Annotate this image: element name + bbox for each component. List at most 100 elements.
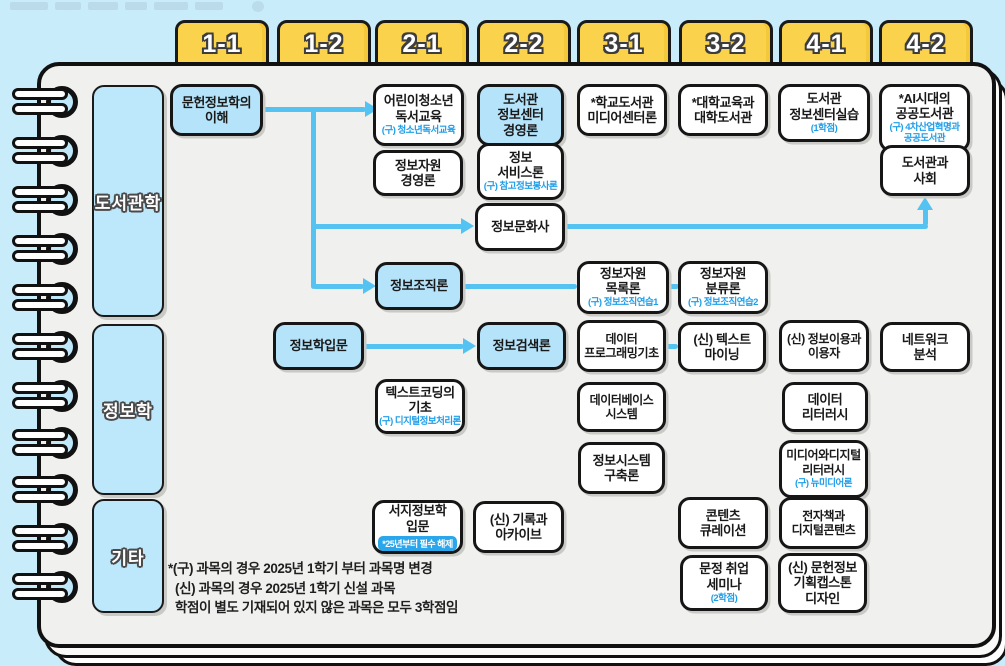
arrowhead-up (917, 197, 933, 210)
course-box: 정보자원 분류론(구) 정보조직연습2 (678, 261, 768, 314)
tab-semester-4-2: 4-2 (879, 20, 973, 68)
course-title: *학교도서관 미디어센터론 (587, 94, 657, 125)
course-title: (신) 정보이용과 이용자 (787, 331, 861, 360)
course-box: 네트워크 분석 (880, 322, 970, 372)
course-title: *대학교육과 대학도서관 (691, 94, 755, 125)
course-box: 콘텐츠 큐레이션 (678, 497, 768, 549)
spiral-ring-icon (12, 331, 78, 365)
course-box: 도서관 정보센터 경영론 (477, 84, 564, 146)
course-title: 도서관 정보센터실습 (789, 91, 859, 122)
course-title: 전자책과 디지털콘텐츠 (791, 508, 856, 537)
tab-semester-1-1: 1-1 (175, 20, 269, 68)
course-note-badge: *25년부터 필수 해제 (378, 535, 457, 551)
course-title: 어린이청소년 독서교육 (383, 93, 454, 124)
spiral-ring-icon (12, 184, 78, 218)
spiral-ring-icon (12, 282, 78, 316)
course-box: 데이터 프로그래밍기초 (577, 320, 666, 372)
course-title: 미디어와디지털 리터러시 (786, 448, 861, 477)
course-title: *AI시대의 공공도서관 (895, 90, 954, 122)
spiral-ring-icon (12, 474, 78, 508)
course-box: (신) 문헌정보 기획캡스톤 디자인 (778, 553, 867, 613)
course-box: *AI시대의 공공도서관(구) 4차산업혁명과 공공도서관 (879, 84, 970, 152)
course-box: 도서관 정보센터실습(1학점) (778, 84, 870, 142)
course-box: 서지정보학 입문*25년부터 필수 해제 (372, 500, 463, 554)
course-title: 정보자원 분류론 (699, 265, 747, 297)
course-box: (신) 정보이용과 이용자 (779, 320, 869, 372)
spiral-ring-icon (12, 380, 78, 414)
course-title: 텍스트코딩의 기초 (385, 384, 455, 416)
course-box: 문정 취업 세미나(2학점) (680, 555, 768, 611)
spiral-ring-icon (12, 135, 78, 169)
category-others: 기타 (92, 499, 164, 613)
footnote-line: 학점이 별도 기재되어 있지 않은 과목은 모두 3학점임 (175, 600, 458, 616)
course-box: 어린이청소년 독서교육(구) 청소년독서교육 (373, 84, 464, 146)
category-information-science: 정보학 (92, 324, 164, 495)
spiral-ring-icon (12, 86, 78, 120)
tab-semester-3-2: 3-2 (679, 20, 773, 68)
course-title: 정보조직론 (390, 278, 448, 294)
course-title: 콘텐츠 큐레이션 (699, 507, 747, 538)
course-box: 정보학입문 (273, 322, 364, 370)
footnote-line: (신) 과목의 경우 2025년 1학기 신설 과목 (175, 580, 396, 596)
connector-line (313, 224, 463, 229)
tab-semester-2-2: 2-2 (477, 20, 571, 68)
course-box: 전자책과 디지털콘텐츠 (779, 497, 868, 549)
connector-line (313, 284, 364, 289)
course-title: 정보시스템 구축론 (592, 452, 651, 483)
tab-semester-4-1: 4-1 (779, 20, 873, 68)
course-old-name: (구) 청소년독서교육 (381, 124, 456, 136)
course-title: (신) 텍스트 마이닝 (693, 331, 751, 362)
course-title: (신) 문헌정보 기획캡스톤 디자인 (788, 560, 857, 606)
spiral-ring-icon (12, 571, 78, 605)
spiral-ring-icon (12, 427, 78, 461)
course-box: 텍스트코딩의 기초(구) 디지털정보처리론 (375, 379, 465, 434)
course-box: 정보 서비스론(구) 참고정보봉사론 (477, 143, 564, 200)
course-box: 데이터 리터러시 (782, 382, 868, 432)
course-box: 정보자원 목록론(구) 정보조직연습1 (577, 261, 669, 314)
course-title: 데이터 프로그래밍기초 (584, 331, 659, 360)
connector-line (668, 284, 679, 289)
course-box: 도서관과 사회 (880, 145, 970, 196)
course-credit: (1학점) (810, 122, 838, 134)
footnote-line: *(구) 과목의 경우 2025년 1학기 부터 과목명 변경 (168, 561, 433, 576)
course-old-name: (구) 4차산업혁명과 공공도서관 (889, 122, 960, 145)
connector-line (463, 284, 577, 289)
spiral-ring-icon (12, 233, 78, 267)
tab-semester-2-1: 2-1 (375, 20, 469, 68)
course-title: 도서관과 사회 (901, 155, 949, 186)
course-title: (신) 기록과 아카이브 (489, 511, 548, 542)
course-credit: (2학점) (710, 592, 738, 604)
course-title: 정보자원 경영론 (394, 157, 442, 188)
course-box: (신) 기록과 아카이브 (473, 501, 564, 553)
course-old-name: (구) 뉴미디어론 (795, 477, 852, 489)
course-box: *학교도서관 미디어센터론 (577, 84, 667, 136)
connector-line (311, 107, 316, 289)
course-old-name: (구) 정보조직연습2 (688, 297, 758, 309)
course-box: 문헌정보학의 이해 (170, 84, 263, 136)
course-old-name: (구) 참고정보봉사론 (483, 181, 558, 193)
course-box: 미디어와디지털 리터러시(구) 뉴미디어론 (779, 440, 868, 498)
cropped-faint-icon (252, 1, 264, 12)
course-title: 문헌정보학의 이해 (181, 94, 252, 125)
course-box: 정보검색론 (477, 322, 566, 370)
course-title: 데이터 리터러시 (801, 391, 849, 422)
course-title: 문정 취업 세미나 (699, 561, 749, 592)
course-title: 네트워크 분석 (901, 331, 949, 362)
course-box: 정보시스템 구축론 (578, 442, 665, 494)
connector-line (364, 344, 464, 349)
course-title: 정보검색론 (492, 338, 551, 354)
arrowhead-right (463, 338, 476, 354)
arrowhead-right (363, 278, 376, 294)
course-box: 데이터베이스 시스템 (577, 382, 666, 432)
course-title: 정보학입문 (289, 338, 348, 354)
connector-line (666, 344, 678, 349)
footnotes: *(구) 과목의 경우 2025년 1학기 부터 과목명 변경 (신) 과목의 … (168, 559, 458, 618)
spiral-ring-icon (12, 523, 78, 557)
course-box: 정보자원 경영론 (373, 150, 463, 196)
course-title: 서지정보학 입문 (388, 503, 447, 534)
course-box: 정보문화사 (475, 203, 565, 251)
cropped-faint-text (10, 2, 223, 10)
course-old-name: (구) 디지털정보처리론 (379, 416, 461, 428)
arrowhead-right (461, 218, 474, 234)
course-title: 정보자원 목록론 (599, 265, 647, 297)
